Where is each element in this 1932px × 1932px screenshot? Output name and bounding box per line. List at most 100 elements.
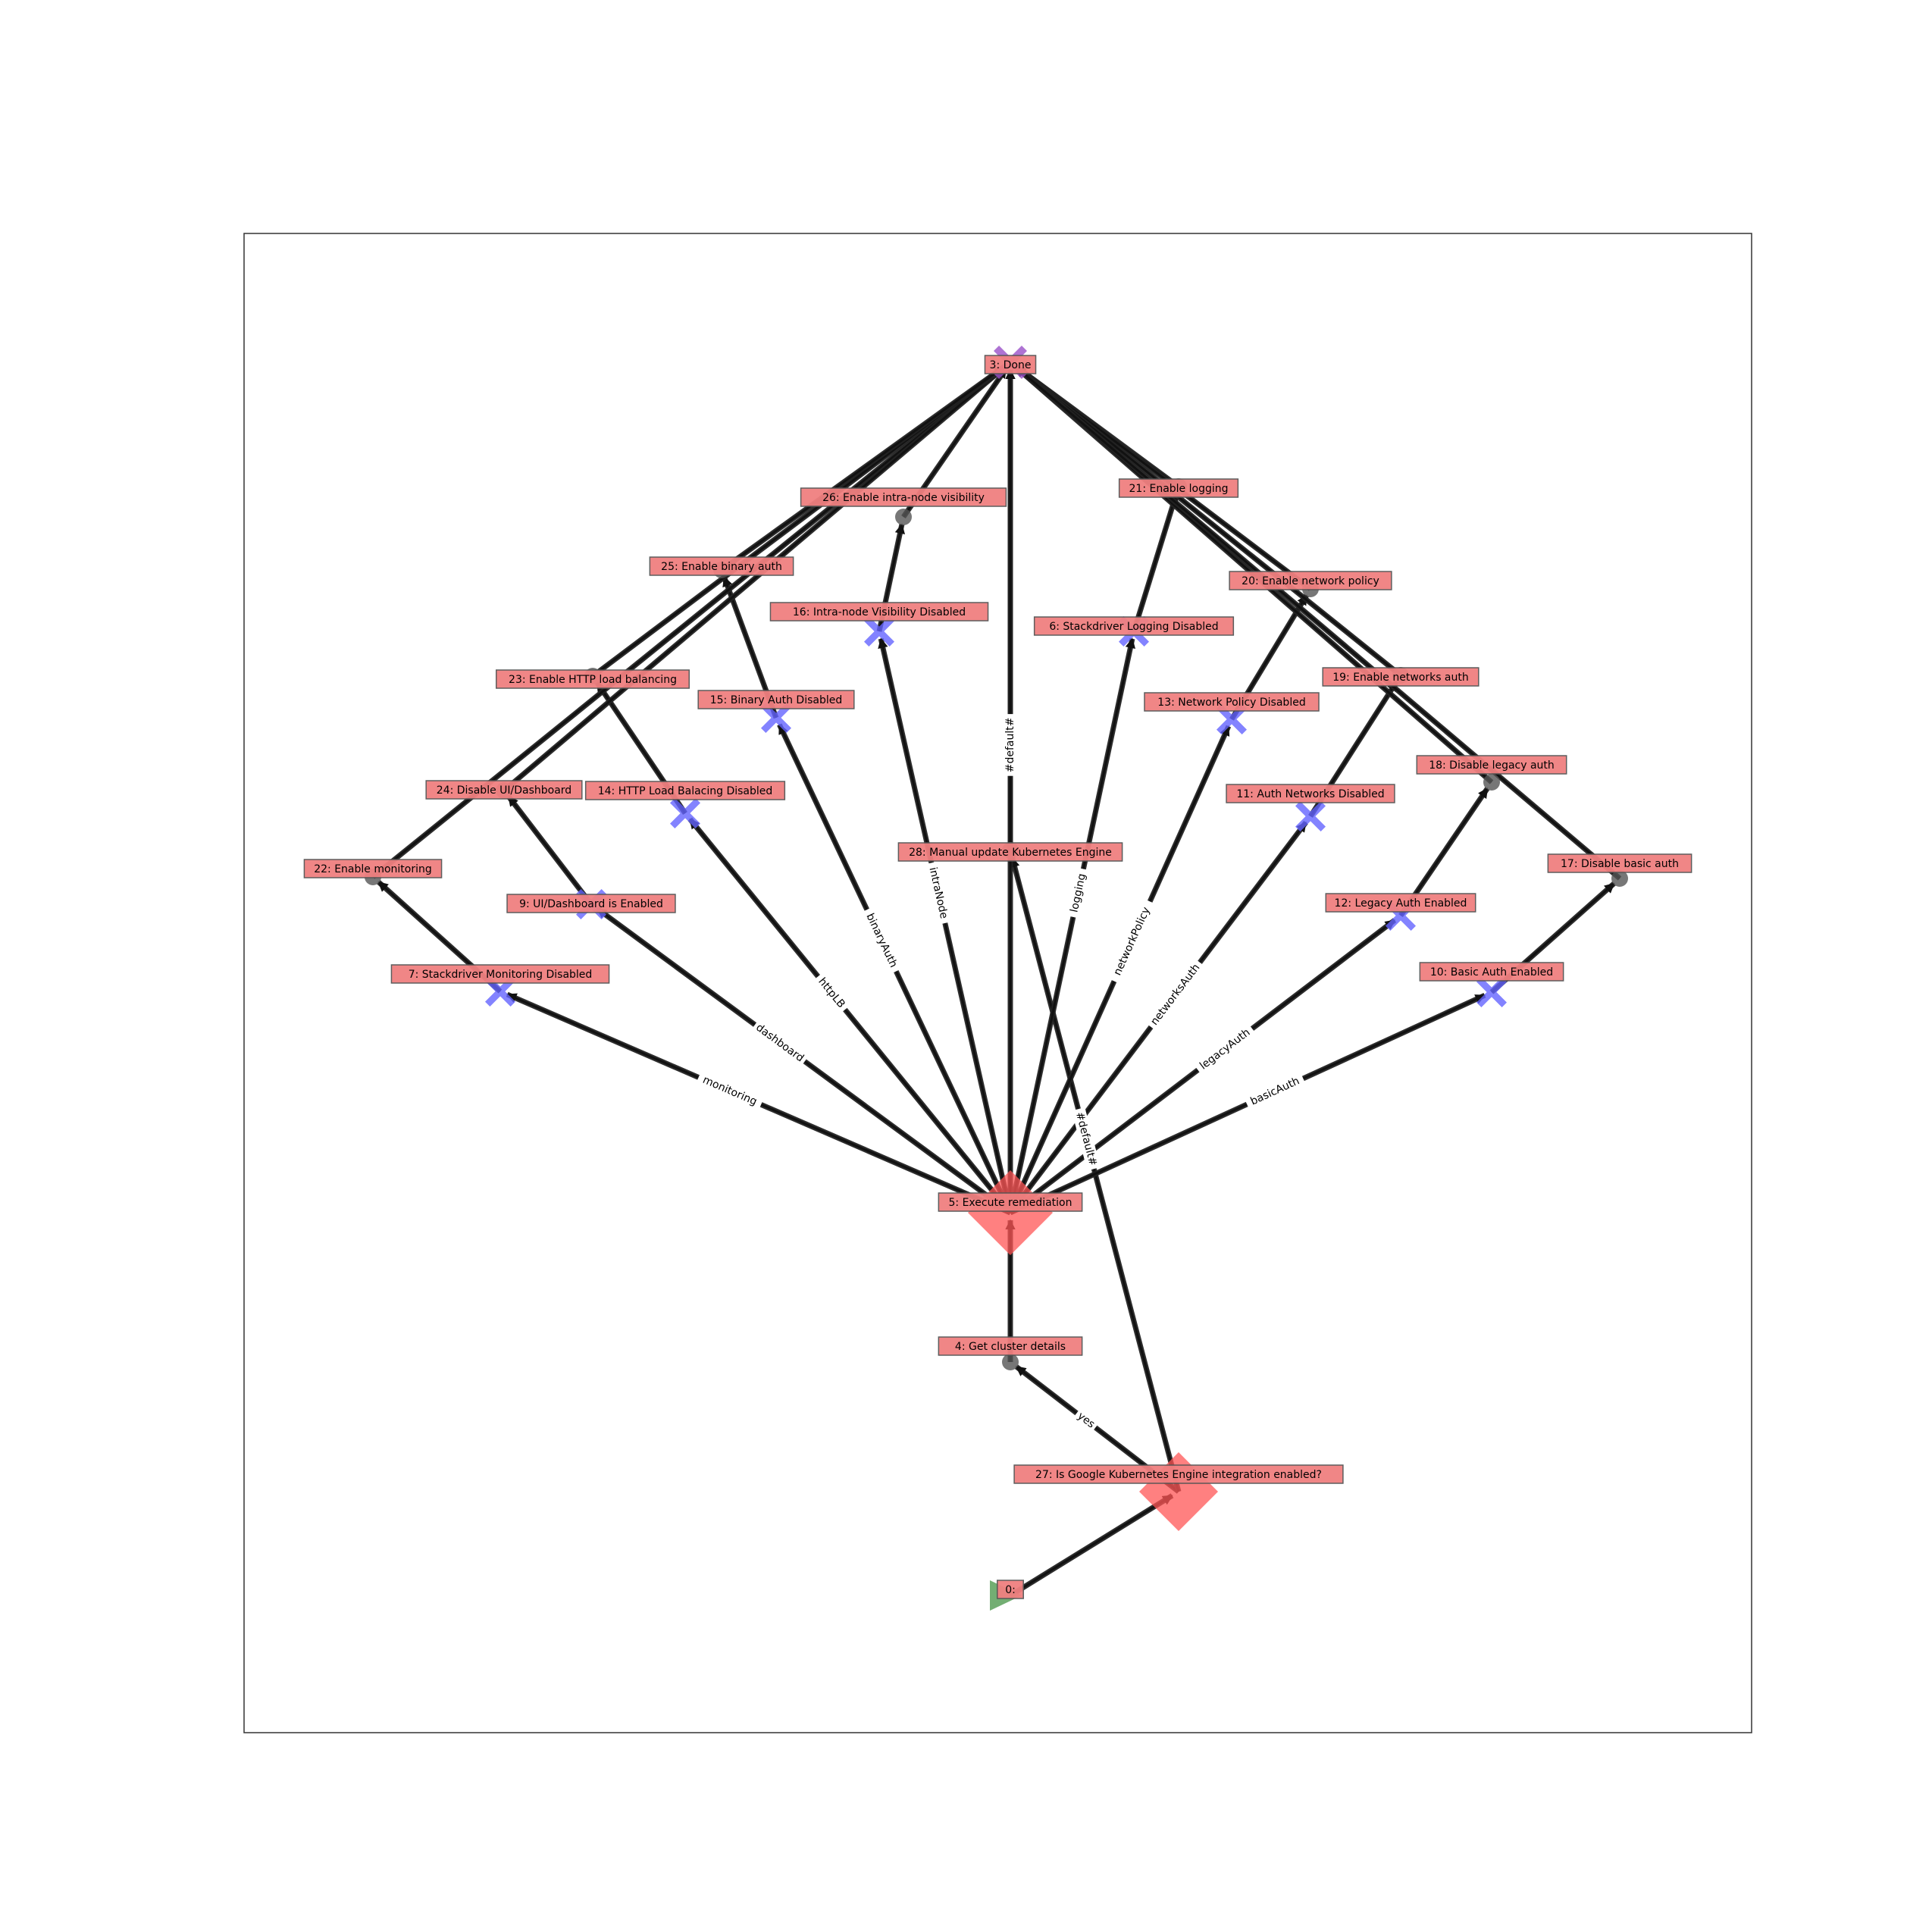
node-label-n20: 20: Enable network policy bbox=[1229, 571, 1392, 590]
svg-text:#default#: #default# bbox=[1004, 718, 1016, 773]
node-marker-n15 bbox=[761, 703, 791, 733]
edge-n9-n24 bbox=[506, 794, 593, 907]
svg-text:networksAuth: networksAuth bbox=[1148, 962, 1202, 1028]
svg-text:intraNode: intraNode bbox=[926, 866, 950, 920]
edge-n5-n6 bbox=[1007, 637, 1135, 1213]
svg-text:7: Stackdriver Monitoring Disa: 7: Stackdriver Monitoring Disabled bbox=[409, 969, 593, 981]
plot-frame bbox=[243, 233, 1752, 1733]
svg-text:18: Disable legacy auth: 18: Disable legacy auth bbox=[1429, 759, 1555, 772]
edge-n22-n3 bbox=[371, 365, 1007, 879]
svg-text:dashboard: dashboard bbox=[753, 1022, 806, 1065]
edge-n24-n3 bbox=[502, 365, 1007, 793]
svg-text:3: Done: 3: Done bbox=[990, 359, 1032, 371]
node-label-n24: 24: Disable UI/Dashboard bbox=[425, 780, 583, 800]
edge-n5-n16 bbox=[878, 637, 1013, 1213]
node-label-n9: 9: UI/Dashboard is Enabled bbox=[506, 894, 676, 913]
node-labels-layer: 0: 27: Is Google Kubernetes Engine integ… bbox=[303, 355, 1692, 1599]
svg-text:14: HTTP Load Balacing Disable: 14: HTTP Load Balacing Disabled bbox=[598, 785, 773, 797]
edge-label-n5-n12: legacyAuth bbox=[1193, 1022, 1257, 1076]
edge-n25-n3 bbox=[719, 364, 1006, 572]
svg-text:12: Legacy Auth Enabled: 12: Legacy Auth Enabled bbox=[1335, 897, 1467, 910]
edges-layer bbox=[371, 364, 1622, 1598]
node-marker-n27 bbox=[1139, 1452, 1218, 1531]
svg-text:22: Enable monitoring: 22: Enable monitoring bbox=[314, 863, 432, 875]
node-marker-n14 bbox=[670, 798, 700, 828]
svg-text:15: Binary Auth Disabled: 15: Binary Auth Disabled bbox=[710, 694, 843, 706]
svg-text:16: Intra-node Visibility Disa: 16: Intra-node Visibility Disabled bbox=[793, 606, 966, 618]
svg-text:monitoring: monitoring bbox=[701, 1074, 759, 1108]
node-label-n18: 18: Disable legacy auth bbox=[1416, 755, 1567, 775]
svg-text:28: Manual update Kubernetes E: 28: Manual update Kubernetes Engine bbox=[909, 847, 1112, 859]
node-marker-n17 bbox=[1611, 870, 1628, 887]
edge-label-n5-n13: networkPolicy bbox=[1107, 898, 1157, 985]
node-label-n21: 21: Enable logging bbox=[1118, 478, 1239, 498]
edge-label-n5-n7: monitoring bbox=[695, 1071, 764, 1111]
edge-label-n5-n14: httpLB bbox=[813, 972, 850, 1014]
svg-text:legacyAuth: legacyAuth bbox=[1198, 1026, 1252, 1072]
node-label-n23: 23: Enable HTTP load balancing bbox=[496, 669, 690, 689]
edge-n5-n14 bbox=[687, 817, 1013, 1215]
svg-text:13: Network Policy Disabled: 13: Network Policy Disabled bbox=[1157, 697, 1305, 709]
node-label-n17: 17: Disable basic auth bbox=[1547, 853, 1692, 873]
node-marker-n11 bbox=[1295, 801, 1326, 831]
svg-text:5: Execute remediation: 5: Execute remediation bbox=[949, 1197, 1072, 1209]
svg-text:17: Disable basic auth: 17: Disable basic auth bbox=[1561, 858, 1679, 870]
edge-n17-n3 bbox=[1014, 365, 1622, 881]
svg-text:basicAuth: basicAuth bbox=[1248, 1075, 1301, 1107]
node-label-n11: 11: Auth Networks Disabled bbox=[1226, 784, 1395, 803]
node-marker-n13 bbox=[1217, 704, 1247, 734]
node-label-n14: 14: HTTP Load Balacing Disabled bbox=[584, 781, 786, 800]
node-marker-n16 bbox=[864, 616, 894, 647]
node-label-n19: 19: Enable networks auth bbox=[1322, 667, 1480, 687]
svg-text:networkPolicy: networkPolicy bbox=[1111, 905, 1152, 977]
node-label-n12: 12: Legacy Auth Enabled bbox=[1325, 893, 1476, 913]
node-label-n15: 15: Binary Auth Disabled bbox=[697, 690, 855, 709]
svg-text:19: Enable networks auth: 19: Enable networks auth bbox=[1332, 672, 1469, 684]
node-label-n27: 27: Is Google Kubernetes Engine integrat… bbox=[1013, 1464, 1344, 1484]
svg-text:9: UI/Dashboard is Enabled: 9: UI/Dashboard is Enabled bbox=[519, 898, 663, 910]
node-marker-n5 bbox=[968, 1170, 1053, 1255]
svg-text:0:: 0: bbox=[1005, 1584, 1016, 1596]
edge-labels-layer: yes#default#monitoringdashboardhttpLBbin… bbox=[695, 714, 1307, 1433]
svg-text:27: Is Google Kubernetes Engin: 27: Is Google Kubernetes Engine integrat… bbox=[1035, 1469, 1322, 1481]
svg-text:6: Stackdriver Logging Disable: 6: Stackdriver Logging Disabled bbox=[1049, 621, 1218, 633]
edge-label-n5-n3: #default# bbox=[1004, 714, 1017, 776]
edge-label-n5-n10: basicAuth bbox=[1244, 1072, 1307, 1111]
node-label-n6: 6: Stackdriver Logging Disabled bbox=[1033, 616, 1235, 636]
svg-text:26: Enable intra-node visibili: 26: Enable intra-node visibility bbox=[822, 492, 985, 504]
edge-label-n5-n16: intraNode bbox=[925, 861, 952, 925]
node-marker-n10 bbox=[1476, 977, 1507, 1007]
node-label-n3: 3: Done bbox=[984, 355, 1037, 374]
svg-text:11: Auth Networks Disabled: 11: Auth Networks Disabled bbox=[1236, 788, 1384, 800]
svg-text:10: Basic Auth Enabled: 10: Basic Auth Enabled bbox=[1430, 966, 1553, 979]
node-label-n10: 10: Basic Auth Enabled bbox=[1419, 962, 1564, 982]
edge-n6-n21 bbox=[1131, 493, 1179, 633]
node-label-n7: 7: Stackdriver Monitoring Disabled bbox=[390, 964, 610, 984]
node-label-n4: 4: Get cluster details bbox=[938, 1336, 1083, 1356]
node-marker-n26 bbox=[895, 509, 912, 525]
node-label-n22: 22: Enable monitoring bbox=[303, 859, 443, 878]
svg-text:23: Enable HTTP load balancing: 23: Enable HTTP load balancing bbox=[509, 674, 677, 686]
node-marker-n7 bbox=[485, 976, 515, 1007]
svg-text:21: Enable logging: 21: Enable logging bbox=[1129, 483, 1229, 495]
edge-label-n5-n9: dashboard bbox=[750, 1019, 809, 1067]
edge-n0-n27 bbox=[1009, 1493, 1174, 1598]
node-label-n0: 0: bbox=[997, 1580, 1024, 1599]
node-label-n28: 28: Manual update Kubernetes Engine bbox=[897, 842, 1123, 862]
svg-text:25: Enable binary auth: 25: Enable binary auth bbox=[661, 561, 782, 573]
node-marker-n18 bbox=[1483, 774, 1500, 791]
svg-text:4: Get cluster details: 4: Get cluster details bbox=[955, 1341, 1066, 1353]
edge-label-n5-n11: networksAuth bbox=[1145, 958, 1206, 1032]
svg-text:binaryAuth: binaryAuth bbox=[863, 912, 899, 970]
edge-label-n5-n6: logging bbox=[1066, 867, 1091, 919]
node-label-n16: 16: Intra-node Visibility Disabled bbox=[769, 602, 989, 622]
node-marker-n4 bbox=[1002, 1354, 1019, 1370]
edge-label-n5-n15: binaryAuth bbox=[860, 907, 903, 975]
svg-text:httpLB: httpLB bbox=[816, 975, 847, 1010]
node-label-n5: 5: Execute remediation bbox=[938, 1192, 1083, 1212]
node-label-n13: 13: Network Policy Disabled bbox=[1144, 692, 1320, 712]
node-label-n25: 25: Enable binary auth bbox=[649, 556, 794, 576]
svg-text:24: Disable UI/Dashboard: 24: Disable UI/Dashboard bbox=[437, 784, 571, 797]
node-label-n26: 26: Enable intra-node visibility bbox=[800, 487, 1007, 507]
